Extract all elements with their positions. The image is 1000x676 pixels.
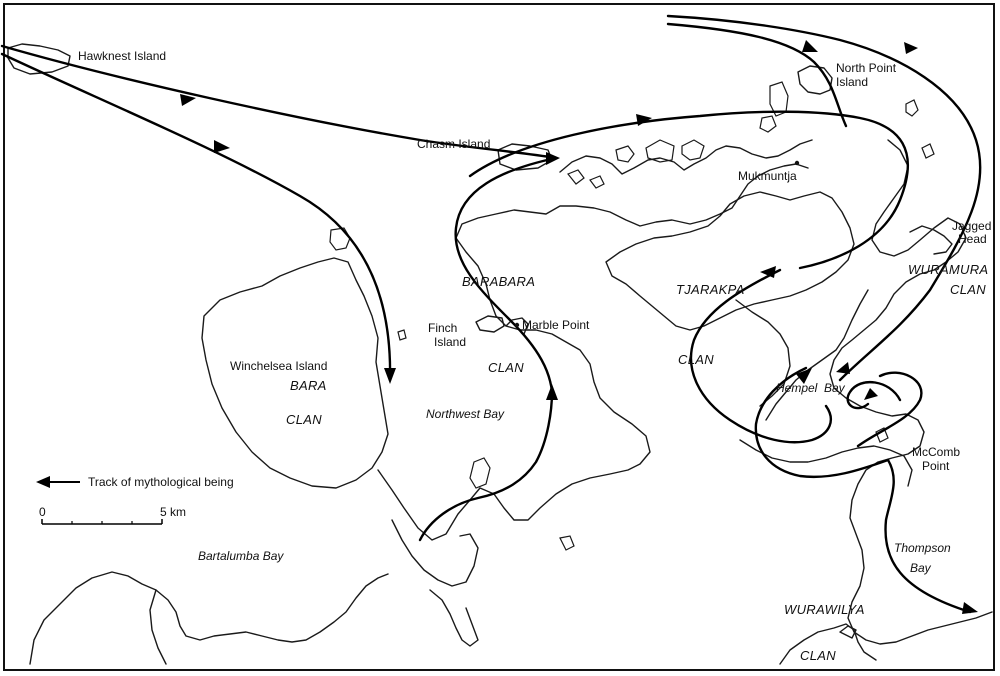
- label-tjarakpa-clan-line1: TJARAKPA: [676, 282, 745, 297]
- track-line: [0, 52, 392, 382]
- track-line: [666, 22, 848, 128]
- mukmuntja-dot: [794, 160, 800, 166]
- label-thompson-bay-line1: Thompson: [894, 541, 951, 555]
- hempel-bay-south-shore: [739, 439, 913, 487]
- arrowhead: [546, 384, 558, 400]
- coastlines: [7, 43, 993, 665]
- arrowhead: [796, 368, 812, 384]
- arrowhead: [864, 388, 878, 400]
- scale-end-label: 5 km: [160, 505, 186, 519]
- islet: [921, 143, 935, 159]
- clan-labels: BARABARA CLAN BARA CLAN TJARAKPA CLAN WU…: [286, 262, 988, 663]
- track-line: [418, 156, 558, 542]
- label-wuramura-clan-line1: WURAMURA: [908, 262, 988, 277]
- label-northwest-bay: Northwest Bay: [426, 407, 505, 421]
- hempel-bay-west-shore: [765, 289, 869, 421]
- marble-point-shape: [505, 317, 529, 335]
- label-wurawilya-clan-line1: WURAWILYA: [784, 602, 865, 617]
- label-chasm-island: Chasm Island: [417, 137, 490, 151]
- track-line: [884, 458, 972, 614]
- islet: [905, 99, 919, 117]
- winchelsea-island-shape: [201, 257, 389, 489]
- arrowhead: [180, 94, 196, 106]
- mukmuntja-region-shape: [605, 191, 855, 331]
- arrowhead: [384, 368, 396, 384]
- label-north-point-island-line1: North Point: [836, 61, 897, 75]
- hempel-bay-west-shore: [735, 299, 791, 407]
- label-marble-point: Marble Point: [522, 318, 590, 332]
- track-line: [0, 44, 558, 160]
- bartalumba-shore: [149, 589, 167, 665]
- place-labels: Hawknest Island Chasm Island North Point…: [78, 49, 991, 575]
- islet: [875, 427, 889, 443]
- label-bara-clan-line2: CLAN: [286, 412, 322, 427]
- track-line: [754, 366, 890, 479]
- label-barabara-clan-line2: CLAN: [488, 360, 524, 375]
- track-line: [666, 14, 982, 382]
- east-coast: [829, 139, 993, 645]
- islet: [645, 139, 675, 163]
- jagged-head-shape: [909, 225, 953, 255]
- label-wuramura-clan-line2: CLAN: [950, 282, 986, 297]
- islet: [567, 169, 585, 185]
- north-point-island-shape: [797, 65, 833, 95]
- central-islands-shape: [559, 139, 813, 175]
- islet: [469, 457, 491, 489]
- finch-island-shape: [475, 315, 505, 333]
- label-bartalumba-bay: Bartalumba Bay: [198, 549, 284, 563]
- southern-lobe-shape: [429, 589, 479, 647]
- islet: [559, 535, 575, 551]
- islet: [681, 139, 705, 161]
- arrowhead: [546, 152, 560, 165]
- legend: Track of mythological being: [36, 475, 234, 489]
- hawknest-island-shape: [7, 43, 71, 75]
- label-north-point-island-line2: Island: [836, 75, 868, 89]
- mainland-west-coast: [377, 163, 809, 541]
- label-thompson-bay-line2: Bay: [910, 561, 932, 575]
- track-line: [856, 371, 923, 448]
- islet: [759, 115, 777, 133]
- label-jagged-head-line1: Jagged: [952, 219, 991, 233]
- arrowhead: [214, 140, 230, 153]
- label-tjarakpa-clan-line2: CLAN: [678, 352, 714, 367]
- label-barabara-clan-line1: BARABARA: [462, 274, 535, 289]
- southern-lobe-shape: [391, 519, 479, 587]
- scale-bar: 0 5 km: [39, 505, 186, 525]
- arrowhead: [904, 42, 918, 54]
- islet: [397, 329, 407, 341]
- label-mccomb-point-line1: McComb: [912, 445, 960, 459]
- bartalumba-shore: [29, 571, 389, 665]
- legend-track-arrow-icon: [36, 476, 50, 488]
- label-finch-island-line1: Finch: [428, 321, 457, 335]
- islet: [589, 175, 605, 189]
- wurawilya-shore: [839, 625, 857, 639]
- arrowhead: [962, 602, 978, 614]
- label-wurawilya-clan-line2: CLAN: [800, 648, 836, 663]
- track-line: [468, 110, 910, 270]
- arrowhead: [836, 362, 850, 374]
- label-hempel: Hempel: [776, 381, 818, 395]
- label-mukmuntja: Mukmuntja: [738, 169, 797, 183]
- label-jagged-head-line2: Head: [958, 232, 987, 246]
- label-mccomb-point-line2: Point: [922, 459, 950, 473]
- label-finch-island-line2: Island: [434, 335, 466, 349]
- arrowhead: [802, 40, 818, 52]
- arrowhead: [636, 114, 652, 126]
- label-winchelsea-island: Winchelsea Island: [230, 359, 327, 373]
- wurawilya-shore: [779, 623, 877, 665]
- track-line: [689, 268, 832, 444]
- label-bay: Bay: [824, 381, 846, 395]
- track-line: [846, 380, 902, 410]
- label-bara-clan-line1: BARA: [290, 378, 327, 393]
- marble-point-dot: [514, 322, 520, 328]
- arrowhead: [760, 266, 776, 278]
- scale-zero-label: 0: [39, 505, 46, 519]
- track-arrowheads: [180, 40, 978, 614]
- islet: [329, 227, 351, 251]
- legend-track-label: Track of mythological being: [88, 475, 234, 489]
- label-hawknest-island: Hawknest Island: [78, 49, 166, 63]
- islet: [615, 145, 635, 163]
- mythological-tracks: [0, 14, 982, 614]
